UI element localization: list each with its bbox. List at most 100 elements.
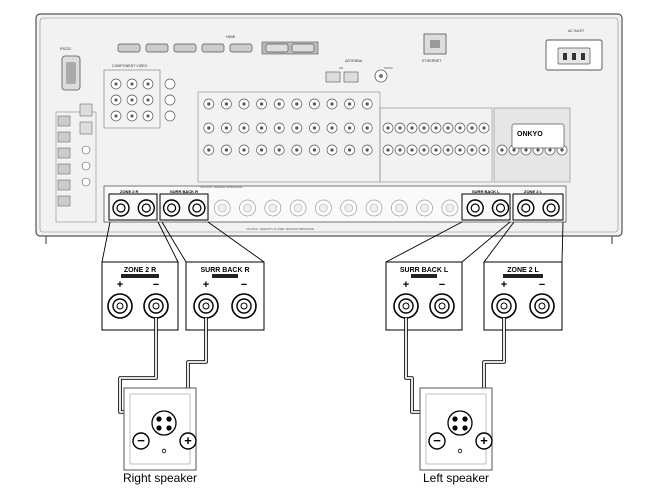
binding-post-inner: [192, 203, 202, 213]
rca-jack-pin: [548, 148, 552, 152]
zone2-r-title: ZONE 2 R: [124, 267, 156, 274]
surr-back-r-title: SURR BACK R: [201, 267, 250, 274]
rca-jack-pin: [446, 148, 450, 152]
ethernet-port: ETHERNET: [422, 33, 447, 63]
ac-inlet: AC INLET: [545, 29, 603, 71]
callout-binding-post-hole: [438, 302, 446, 310]
binding-post-inner: [521, 203, 531, 213]
hdmi-label: HDMI: [226, 35, 235, 39]
left-speaker-plus: +: [480, 433, 488, 448]
surr-back-l-terminal-label: SURR BACK L: [472, 189, 500, 194]
rca-jack-pin: [295, 148, 299, 152]
rca-jack-pin: [312, 102, 316, 106]
ethernet-label: ETHERNET: [422, 59, 442, 63]
rca-jack-pin: [398, 126, 402, 130]
rca-jack-pin: [458, 126, 462, 130]
left-speaker-label: Left speaker: [423, 471, 489, 485]
zone2-r-terminal-label: ZONE 2 R: [120, 189, 139, 194]
binding-post-inner: [268, 203, 278, 213]
binding-post-inner: [394, 203, 404, 213]
ac-inlet-label: AC INLET: [568, 29, 585, 33]
brand-plate: ONKYO: [511, 123, 565, 149]
rca-jack-pin: [434, 126, 438, 130]
rca-jack-pin: [277, 102, 281, 106]
surr-back-r-terminal-label: SURR BACK R: [170, 189, 198, 194]
binding-post-inner: [420, 203, 429, 213]
binding-post-inner: [369, 203, 379, 213]
rs232-port: RS232: [60, 47, 81, 91]
left-speaker-plus-terminal: [475, 432, 493, 450]
rca-jack-pin: [260, 148, 264, 152]
binding-post-inner: [319, 203, 328, 213]
rca-jack-pin: [260, 102, 264, 106]
caution-upper: CAUTION : SPEAKER IMPEDANCE: [200, 185, 242, 189]
zone2-l-title-tag: [503, 274, 543, 278]
right-speaker: − + Right speaker: [123, 387, 197, 485]
rca-jack-pin: [312, 126, 316, 130]
callout-binding-post-hole: [538, 302, 546, 310]
callout-binding-post-hole: [500, 302, 508, 310]
callout-zone2-l: ZONE 2 L + −: [483, 261, 563, 331]
rca-jack-pin: [224, 148, 228, 152]
callout-binding-post-hole: [402, 302, 410, 310]
right-speaker-input-connector: [151, 410, 177, 436]
binding-post-inner: [116, 203, 126, 213]
rca-jack-pin: [330, 126, 334, 130]
rca-jack-pin: [458, 148, 462, 152]
am-label: AM: [339, 66, 343, 70]
rca-jack-pin: [386, 126, 390, 130]
rca-jack-pin: [242, 148, 246, 152]
rca-jack-pin: [295, 102, 299, 106]
zone2-r-minus: −: [153, 279, 159, 291]
binding-post-inner: [243, 203, 252, 213]
left-speaker-input-connector: [447, 410, 473, 436]
rca-jack-pin: [470, 126, 474, 130]
antenna-label: ANTENNA: [345, 59, 363, 63]
rca-jack-pin: [277, 126, 281, 130]
zone2-l-minus: −: [539, 279, 545, 291]
rca-jacks: [203, 98, 568, 156]
rca-jack-pin: [482, 126, 486, 130]
binding-post-inner: [344, 203, 354, 213]
left-speaker: − + Left speaker: [419, 387, 493, 485]
rca-jack-pin: [207, 102, 211, 106]
callout-binding-post-hole: [240, 302, 248, 310]
surr-back-r-title-tag: [212, 274, 238, 278]
rca-jack-pin: [386, 148, 390, 152]
rca-jack-pin: [207, 148, 211, 152]
rca-jack-pin: [330, 148, 334, 152]
binding-post-inner: [470, 203, 480, 213]
rca-jack-pin: [422, 126, 426, 130]
right-speaker-minus: −: [137, 433, 145, 448]
binding-post-inner: [217, 203, 227, 213]
callout-lines: [101, 221, 564, 263]
rs232-label: RS232: [60, 47, 71, 51]
rca-jack-pin: [398, 148, 402, 152]
rca-jack-pin: [295, 126, 299, 130]
component-video-jacks: COMPONENT VIDEO: [103, 64, 176, 129]
rca-jack-pin: [512, 148, 516, 152]
binding-post-inner: [141, 203, 151, 213]
callout-binding-post-hole: [202, 302, 210, 310]
surr-back-l-title: SURR BACK L: [400, 267, 449, 274]
surr-back-r-minus: −: [241, 279, 247, 291]
rca-jack-pin: [536, 148, 540, 152]
binding-post-inner: [445, 203, 455, 213]
right-speaker-label: Right speaker: [123, 471, 197, 485]
callout-terminals: [107, 293, 555, 319]
callout-surr-back-l: SURR BACK L + −: [385, 261, 463, 331]
rca-jack-pin: [277, 148, 281, 152]
rca-jack-pin: [482, 148, 486, 152]
rca-jack-pin: [365, 126, 369, 130]
rca-jack-pin: [207, 126, 211, 130]
callout-binding-post-hole: [116, 302, 124, 310]
rca-jack-pin: [560, 148, 564, 152]
rca-jack-pin: [348, 102, 352, 106]
rca-jack-pin: [365, 148, 369, 152]
rca-jack-pin: [348, 126, 352, 130]
right-speaker-plus-terminal: [179, 432, 197, 450]
zone2-l-plus: +: [501, 279, 507, 291]
surr-back-l-plus: +: [403, 279, 409, 291]
